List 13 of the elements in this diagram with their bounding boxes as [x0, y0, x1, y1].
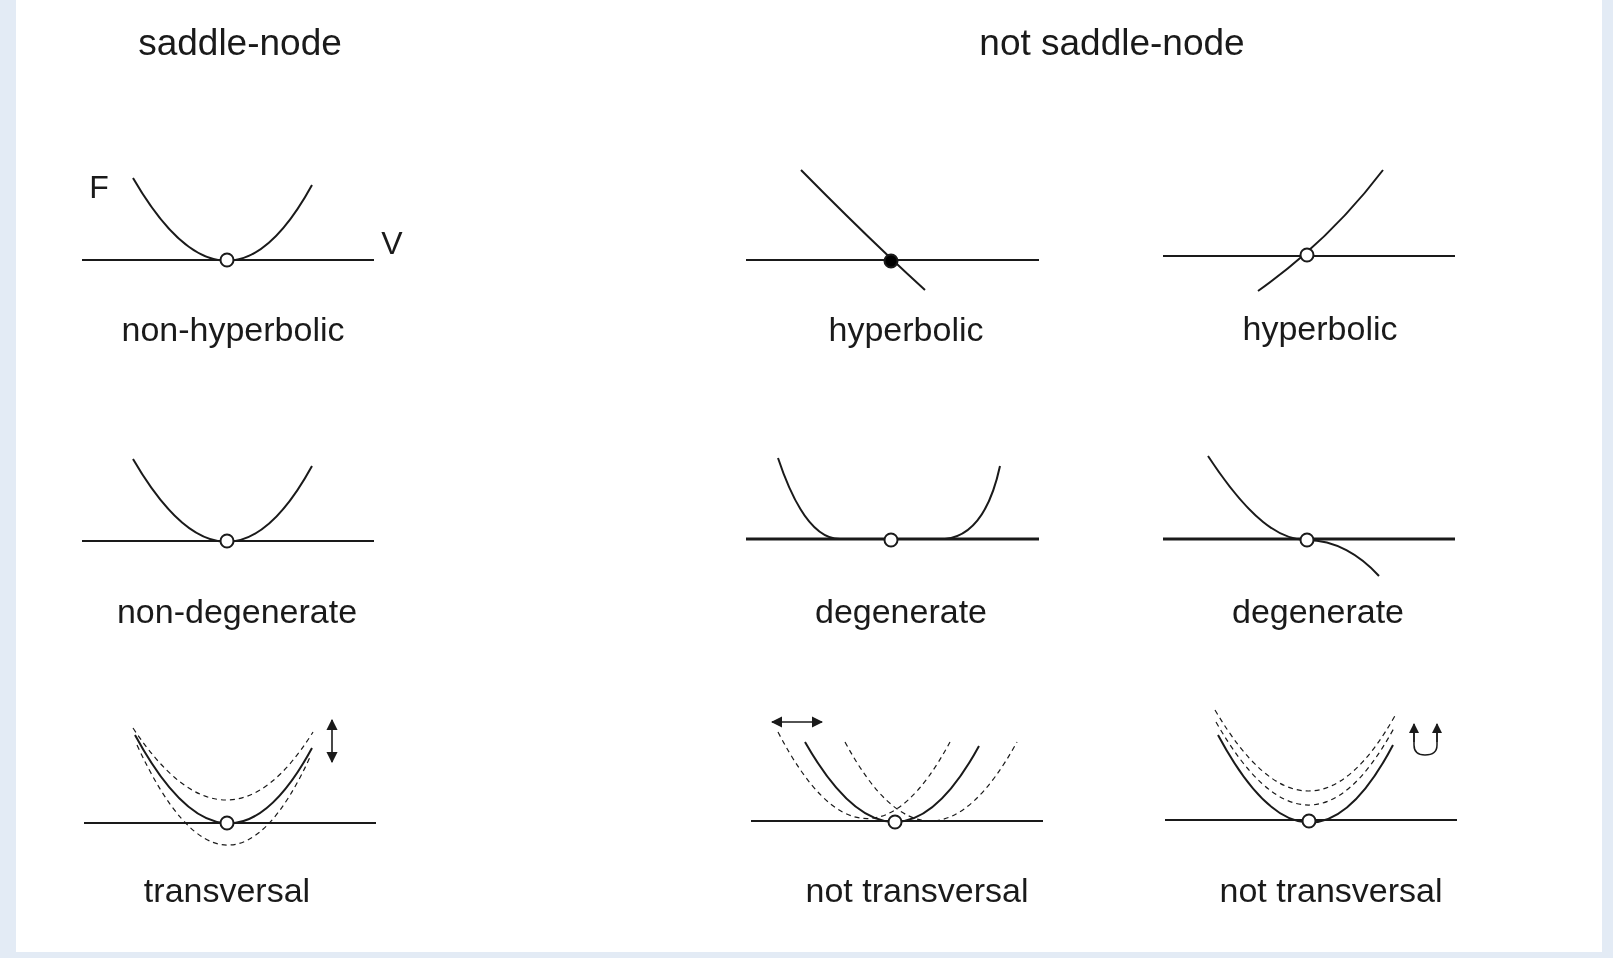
graph-caption: not transversal: [805, 873, 1029, 907]
graph-caption: hyperbolic: [828, 312, 984, 346]
graph-caption: hyperbolic: [1242, 311, 1398, 345]
graph-caption: non-degenerate: [116, 594, 358, 628]
graph-caption: degenerate: [1232, 594, 1404, 628]
column-heading: not saddle-node: [979, 23, 1245, 61]
graph-caption: non-hyperbolic: [121, 312, 345, 346]
axis-label: F: [89, 171, 109, 203]
graph-caption: not transversal: [1219, 873, 1443, 907]
graph-caption: transversal: [143, 873, 311, 907]
column-heading: saddle-node: [138, 23, 342, 61]
graph-caption: degenerate: [815, 594, 987, 628]
axis-label: V: [381, 227, 403, 259]
